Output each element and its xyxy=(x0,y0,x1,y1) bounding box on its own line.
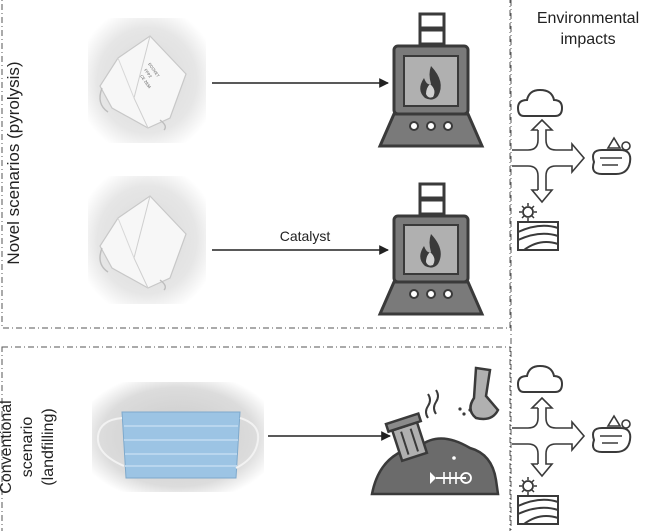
cloud-icon-1 xyxy=(516,88,564,117)
catalyst-label: Catalyst xyxy=(279,228,331,244)
impacts-heading: Environmental impacts xyxy=(514,8,662,50)
conventional-label-line-1: Conventional xyxy=(0,400,15,494)
water-icon-1 xyxy=(592,136,632,175)
pyrolysis-reactor-icon-2 xyxy=(377,182,485,316)
pyrolysis-reactor-icon-1 xyxy=(377,12,485,148)
cloud-icon-2 xyxy=(516,364,564,393)
conventional-section-border xyxy=(1,346,511,531)
mask-print-line-2: FFP2 xyxy=(143,68,153,80)
ffp2-mask-image-1: ECOVET FFP2 CE 2834 xyxy=(88,18,206,143)
section-borders xyxy=(1,0,512,531)
conventional-label-line-3: (landfilling) xyxy=(40,408,57,486)
fish-bone-icon xyxy=(430,472,472,484)
novel-section-border xyxy=(1,0,511,329)
ffp2-mask-image-2 xyxy=(88,176,206,304)
conventional-label-line-2: scenario xyxy=(19,416,36,478)
impacts-heading-line-1: Environmental xyxy=(536,10,640,27)
landfill-icon xyxy=(370,366,500,496)
impacts-heading-line-2: impacts xyxy=(560,31,616,48)
surgical-mask-image xyxy=(92,382,264,492)
impacts-branch-top xyxy=(512,118,586,204)
impacts-branch-bottom xyxy=(512,396,586,478)
soil-icon-1 xyxy=(517,203,559,251)
soil-icon-2 xyxy=(517,477,559,525)
conventional-scenario-label: Conventional scenario (landfilling) xyxy=(0,372,64,522)
water-icon-2 xyxy=(592,414,632,453)
novel-scenarios-label: Novel scenarios (pyrolysis) xyxy=(4,61,23,265)
